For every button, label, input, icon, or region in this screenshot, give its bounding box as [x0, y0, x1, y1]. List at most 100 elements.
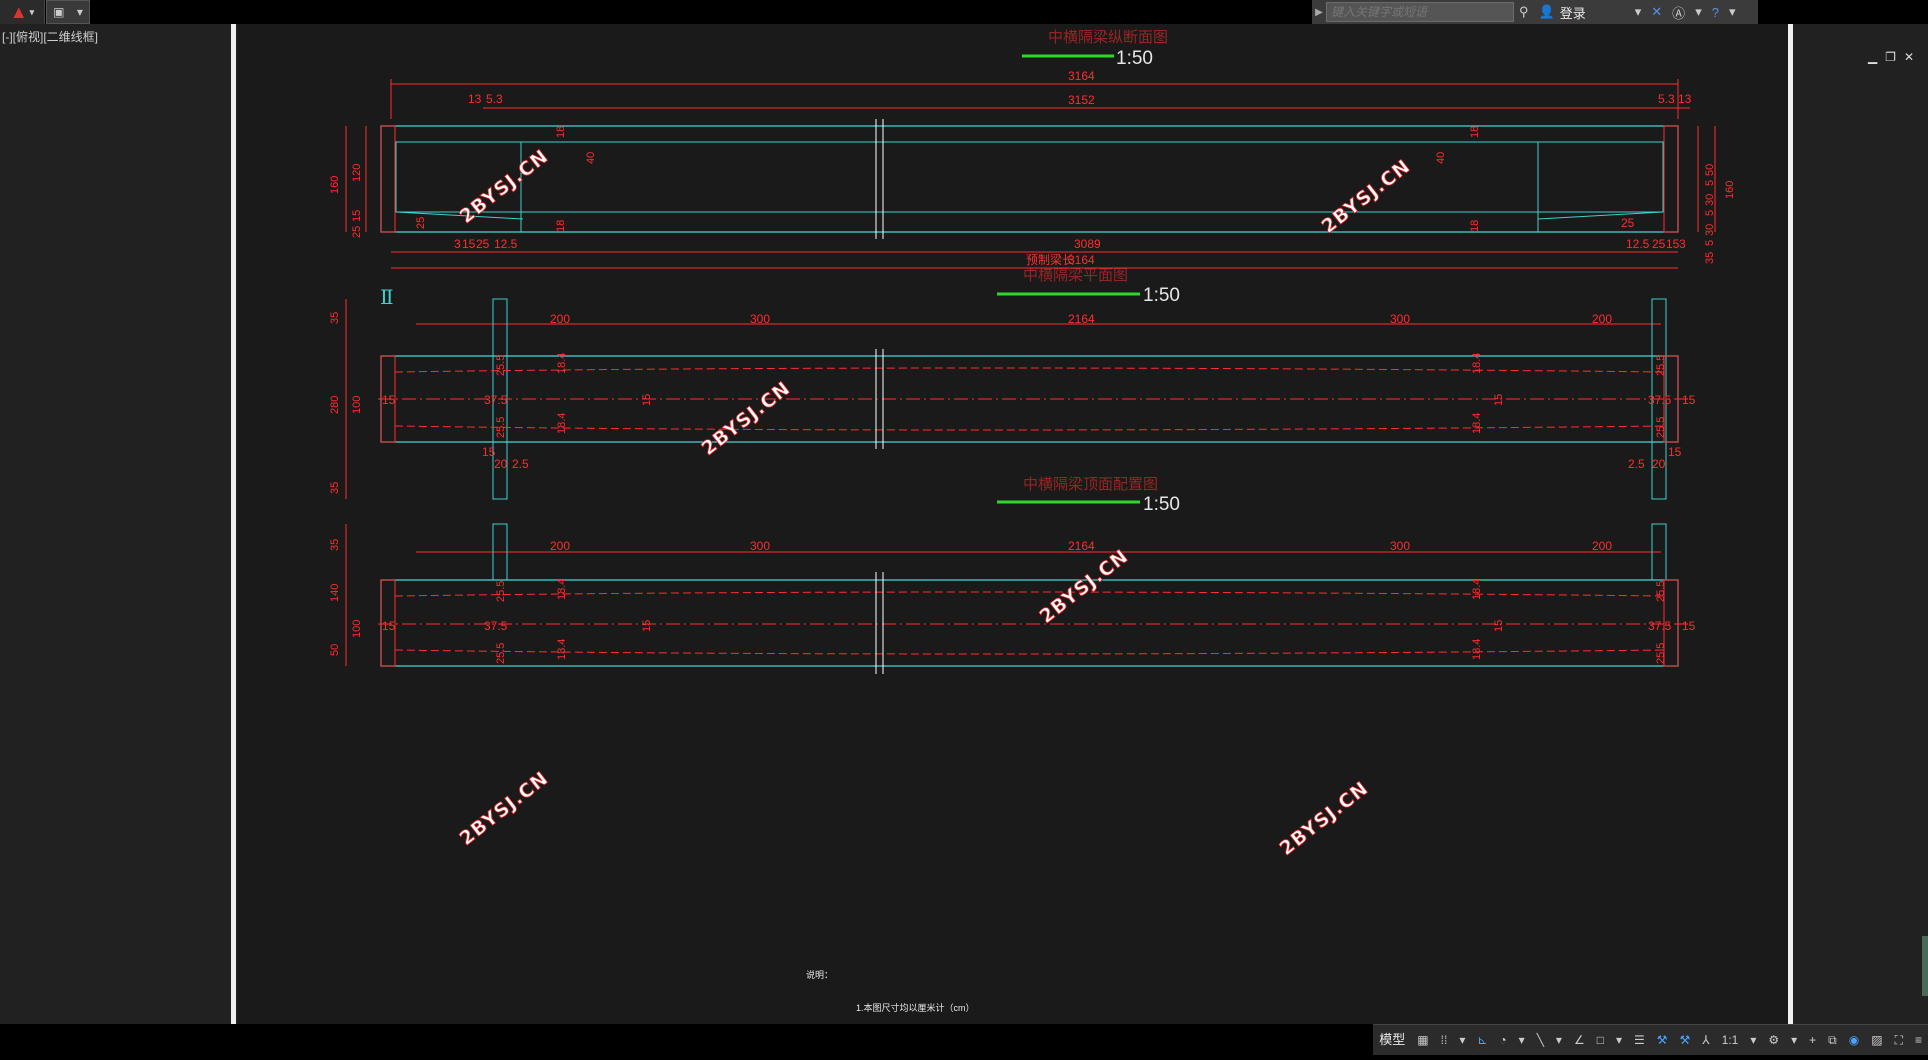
dim-inner: 3152: [1068, 93, 1095, 107]
dim-25.5b: 25.5: [495, 643, 507, 664]
lineweight-icon[interactable]: ☰: [1634, 1033, 1645, 1047]
chevron-down-icon[interactable]: ▾: [1555, 1033, 1562, 1047]
dim-2.5-right: 2.5: [1628, 457, 1645, 471]
dim-span-2: 300: [750, 539, 770, 553]
chevron-down-icon[interactable]: ▾: [1750, 1033, 1757, 1047]
scrollbar-thumb[interactable]: [1922, 936, 1928, 996]
dim-18.4a: 18.4: [556, 353, 568, 374]
drawing-viewport[interactable]: [-][俯视][二维线框] ▁ ❐ ✕ 中横隔梁纵断面图 1:50 3164 1…: [0, 24, 1928, 1024]
document-window-controls: ▁ ❐ ✕: [1868, 50, 1914, 64]
ortho-icon[interactable]: ⊾: [1477, 1033, 1488, 1047]
restore-icon[interactable]: ❐: [1885, 50, 1896, 64]
scale-label: 1:50: [1143, 494, 1180, 515]
chevron-down-icon[interactable]: ▾: [1518, 1033, 1525, 1047]
dim-25.5a: 25.5: [495, 581, 507, 602]
view-title: 中横隔梁纵断面图: [1048, 29, 1168, 46]
clean-screen-icon[interactable]: ⛶: [1894, 1033, 1903, 1047]
workspace-gear-icon[interactable]: ⚙: [1768, 1033, 1780, 1047]
annotation-scale-icon[interactable]: ⅄: [1702, 1033, 1710, 1047]
chevron-down-icon[interactable]: ▾: [1728, 4, 1736, 19]
dim-160-right: 160: [1724, 181, 1736, 199]
dim-span-1: 200: [550, 312, 570, 326]
cad-drawing: 中横隔梁纵断面图 1:50 3164 13 5.3 3152 5.3 13: [329, 29, 1736, 1013]
viewport-controls-label[interactable]: [-][俯视][二维线框]: [2, 30, 99, 44]
plus-icon[interactable]: +: [1809, 1033, 1817, 1047]
dim-25.5c: 25.5: [1655, 581, 1667, 602]
dim-15d: 15: [1682, 619, 1696, 633]
dim-5.3-right: 5.3: [1658, 92, 1675, 106]
quick-access-toolbar[interactable]: ▣ ▾: [46, 0, 90, 24]
dim-35: 35: [329, 539, 341, 551]
chevron-down-icon[interactable]: ▾: [1459, 1033, 1466, 1047]
chevron-down-icon[interactable]: ▾: [76, 5, 83, 19]
chevron-down-icon[interactable]: ▾: [1615, 1033, 1622, 1047]
isodraft-icon[interactable]: ╲: [1536, 1033, 1544, 1047]
dim-25.5a: 25.5: [495, 355, 507, 376]
annotation-scale-value[interactable]: 1:1: [1721, 1033, 1739, 1047]
dim-40b: 40: [1435, 152, 1447, 164]
dim-140: 140: [329, 584, 341, 602]
dim-50: 50: [1704, 164, 1716, 176]
dim-25.5c: 25.5: [1655, 355, 1667, 376]
dim-bl-25: 25: [476, 237, 490, 251]
chevron-down-icon[interactable]: ▾: [1695, 4, 1702, 19]
chevron-down-icon[interactable]: ▾: [1634, 4, 1642, 19]
application-menu-button[interactable]: ▲ ▾: [0, 0, 45, 24]
hardware-acceleration-icon[interactable]: ▨: [1871, 1033, 1883, 1047]
dim-35b: 35: [329, 482, 341, 494]
login-button[interactable]: 登录: [1559, 5, 1586, 21]
workspace-icon[interactable]: ▣: [53, 5, 65, 19]
dim-13-left: 13: [468, 92, 482, 106]
search-input[interactable]: [1326, 2, 1514, 22]
scale-label: 1:50: [1116, 48, 1153, 69]
expand-arrow-icon[interactable]: ▶: [1315, 6, 1323, 18]
dim-span-5: 200: [1592, 539, 1612, 553]
grid-icon[interactable]: ▦: [1417, 1033, 1429, 1047]
dim-5.3-left: 5.3: [486, 92, 503, 106]
isolate-objects-icon[interactable]: ◉: [1848, 1033, 1860, 1047]
osnap-icon[interactable]: □: [1596, 1033, 1604, 1047]
units-icon[interactable]: ⧉: [1828, 1033, 1837, 1047]
watermark: 2BYSJ.CN: [1036, 545, 1133, 628]
dim-18.4a: 18.4: [556, 579, 568, 600]
minimize-icon[interactable]: ▁: [1867, 50, 1878, 64]
help-icon[interactable]: ?: [1711, 4, 1719, 20]
user-icon[interactable]: 👤: [1538, 4, 1555, 19]
section-mark: Ⅱ: [380, 285, 394, 309]
dim-15c: 15: [1493, 394, 1505, 406]
dim-span-5: 200: [1592, 312, 1612, 326]
dim-18.4c: 18.4: [1471, 353, 1483, 374]
status-bar: 模型 ▦ ⁞⁞ ▾ ⊾ ◔ ▾ ╲ ▾ ∠ □ ▾ ☰ ⚒ ⚒ ⅄ 1:1 ▾ …: [0, 1024, 1928, 1060]
layout-border-right: [1788, 24, 1793, 1024]
dim-120: 120: [351, 164, 363, 182]
dim-18d: 18: [1469, 220, 1481, 232]
a360-icon[interactable]: Ⓐ: [1672, 5, 1686, 21]
dim-280: 280: [329, 396, 341, 414]
dim-bl-3: 3: [454, 237, 461, 251]
dim-30a: 30: [1704, 194, 1716, 206]
chevron-down-icon[interactable]: ▾: [1791, 1033, 1798, 1047]
auto-scale-icon[interactable]: ⚒: [1679, 1033, 1691, 1047]
dim-15b: 15: [641, 394, 653, 406]
dim-span-1: 200: [550, 539, 570, 553]
osnap-tracking-icon[interactable]: ∠: [1573, 1033, 1585, 1047]
model-space-button[interactable]: 模型: [1379, 1032, 1406, 1047]
dim-bl-12.5: 12.5: [494, 237, 518, 251]
dim-100: 100: [351, 620, 363, 638]
annotation-visibility-icon[interactable]: ⚒: [1656, 1033, 1668, 1047]
binoculars-icon[interactable]: ⚲: [1519, 4, 1529, 19]
title-bar: ▲ ▾ ▣ ▾ ▶ ⚲ 👤 登录 ▾ ✕ Ⓐ ▾ ? ▾: [0, 0, 1928, 24]
dim-15b: 15: [641, 620, 653, 632]
exchange-icon[interactable]: ✕: [1651, 4, 1663, 19]
polar-icon[interactable]: ◔: [1499, 1033, 1507, 1047]
dim-br-25: 25: [1652, 237, 1666, 251]
dim-37.5a: 37.5: [484, 619, 508, 633]
close-icon[interactable]: ✕: [1903, 50, 1914, 64]
dim-50: 50: [329, 644, 341, 656]
watermark: 2BYSJ.CN: [1318, 155, 1415, 238]
customization-menu-icon[interactable]: ≡: [1914, 1033, 1922, 1047]
dim-25.5d: 25.5: [1655, 643, 1667, 664]
dim-15d: 15: [1682, 393, 1696, 407]
snap-icon[interactable]: ⁞⁞: [1440, 1033, 1448, 1047]
view-plan: Ⅱ 中横隔梁平面图 1:50 200 300 2164 300 200: [329, 267, 1696, 500]
